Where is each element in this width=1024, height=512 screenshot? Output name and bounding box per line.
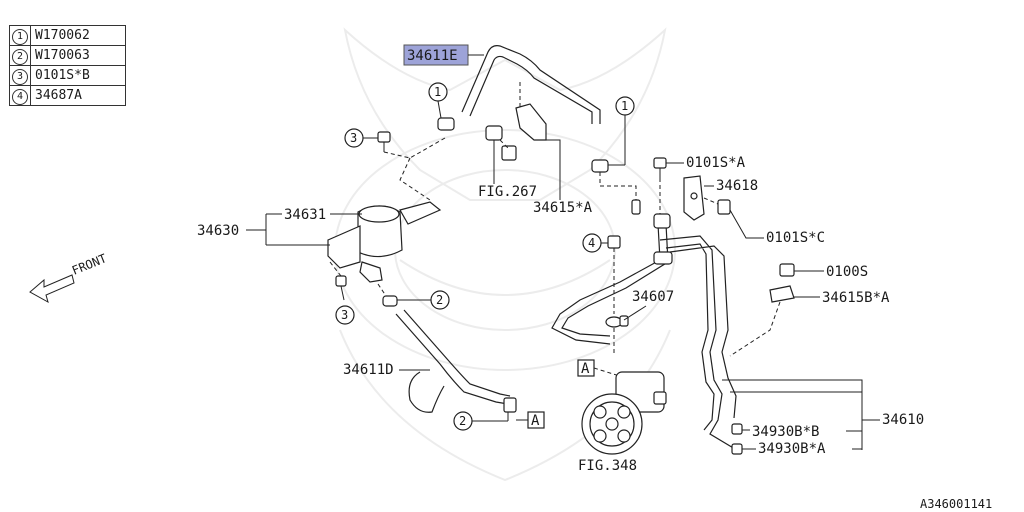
legend-code: 0101S*B bbox=[30, 65, 126, 86]
supply-hose-34611D[interactable] bbox=[395, 309, 511, 413]
bolt-icon[interactable] bbox=[335, 275, 347, 301]
power-steering-pump[interactable] bbox=[581, 371, 667, 455]
callout-number: 2 bbox=[459, 414, 466, 428]
label-34607[interactable]: 34607 bbox=[632, 289, 674, 305]
ref-a-label: A bbox=[581, 361, 590, 377]
callout-number: 1 bbox=[621, 99, 628, 113]
reservoir-tank[interactable] bbox=[327, 201, 442, 283]
label-34618[interactable]: 34618 bbox=[716, 178, 758, 194]
callout-number: 1 bbox=[434, 85, 441, 99]
clamp-2-upper[interactable] bbox=[382, 295, 398, 307]
legend-table: 1 W170062 2 W170063 3 0101S*B 4 34687A bbox=[9, 25, 126, 106]
hose-clamp[interactable] bbox=[653, 213, 673, 265]
callout-circle: 3 bbox=[12, 68, 28, 85]
hose-clamp[interactable] bbox=[503, 397, 517, 413]
return-hose-34611E[interactable] bbox=[461, 45, 601, 124]
label-0101SA[interactable]: 0101S*A bbox=[686, 155, 746, 171]
callout-circle: 2 bbox=[12, 48, 28, 65]
callout-circle: 1 bbox=[12, 28, 28, 45]
legend-row: 2 W170063 bbox=[9, 45, 126, 66]
label-34930BB[interactable]: 34930B*B bbox=[752, 424, 819, 440]
bracket-34615A[interactable] bbox=[485, 103, 547, 161]
front-arrow-icon bbox=[29, 274, 75, 304]
callout-circle: 4 bbox=[12, 88, 28, 105]
label-34611D[interactable]: 34611D bbox=[343, 362, 394, 378]
hose-clamp[interactable] bbox=[437, 117, 455, 131]
legend-code: 34687A bbox=[30, 85, 126, 106]
label-34930BA[interactable]: 34930B*A bbox=[758, 441, 826, 457]
label-fig267[interactable]: FIG.267 bbox=[478, 184, 537, 200]
ref-a-label: A bbox=[531, 413, 540, 429]
callout-number: 2 bbox=[436, 293, 443, 307]
o-ring-34607[interactable] bbox=[605, 315, 629, 328]
bracket-34615B[interactable] bbox=[769, 285, 795, 303]
legend-row: 3 0101S*B bbox=[9, 65, 126, 86]
fitting-icon[interactable] bbox=[631, 199, 641, 215]
bolt-icon[interactable] bbox=[717, 199, 731, 215]
pressure-line-34607[interactable] bbox=[551, 223, 669, 345]
callout-number: 4 bbox=[588, 236, 595, 250]
label-34631[interactable]: 34631 bbox=[284, 207, 326, 223]
label-front: FRONT bbox=[70, 251, 109, 278]
legend-row: 4 34687A bbox=[9, 85, 126, 106]
label-34630[interactable]: 34630 bbox=[197, 223, 239, 239]
callout-number: 3 bbox=[341, 308, 348, 322]
callout-circle bbox=[335, 305, 355, 325]
pressure-line-34610[interactable] bbox=[659, 235, 741, 453]
label-34611E[interactable]: 34611E bbox=[407, 48, 458, 64]
watermark-emblem bbox=[334, 27, 676, 482]
bolt-icon[interactable] bbox=[607, 235, 621, 249]
label-0101SC[interactable]: 0101S*C bbox=[766, 230, 825, 246]
bolt-icon[interactable] bbox=[653, 157, 667, 178]
label-34610[interactable]: 34610 bbox=[882, 412, 924, 428]
hose-clamp[interactable] bbox=[591, 159, 609, 173]
bolt-icon[interactable] bbox=[779, 263, 795, 277]
diagram-id: A346001141 bbox=[920, 497, 992, 511]
fitting-34930BB[interactable] bbox=[731, 423, 743, 435]
fitting-34930BA[interactable] bbox=[731, 443, 743, 455]
callout-number: 3 bbox=[350, 131, 357, 145]
label-34615A[interactable]: 34615*A bbox=[533, 200, 593, 216]
label-34615BA[interactable]: 34615B*A bbox=[822, 290, 890, 306]
label-0100S[interactable]: 0100S bbox=[826, 264, 868, 280]
bracket-34618[interactable] bbox=[683, 175, 705, 221]
bolt-icon[interactable] bbox=[377, 131, 391, 152]
label-fig348[interactable]: FIG.348 bbox=[578, 458, 637, 474]
